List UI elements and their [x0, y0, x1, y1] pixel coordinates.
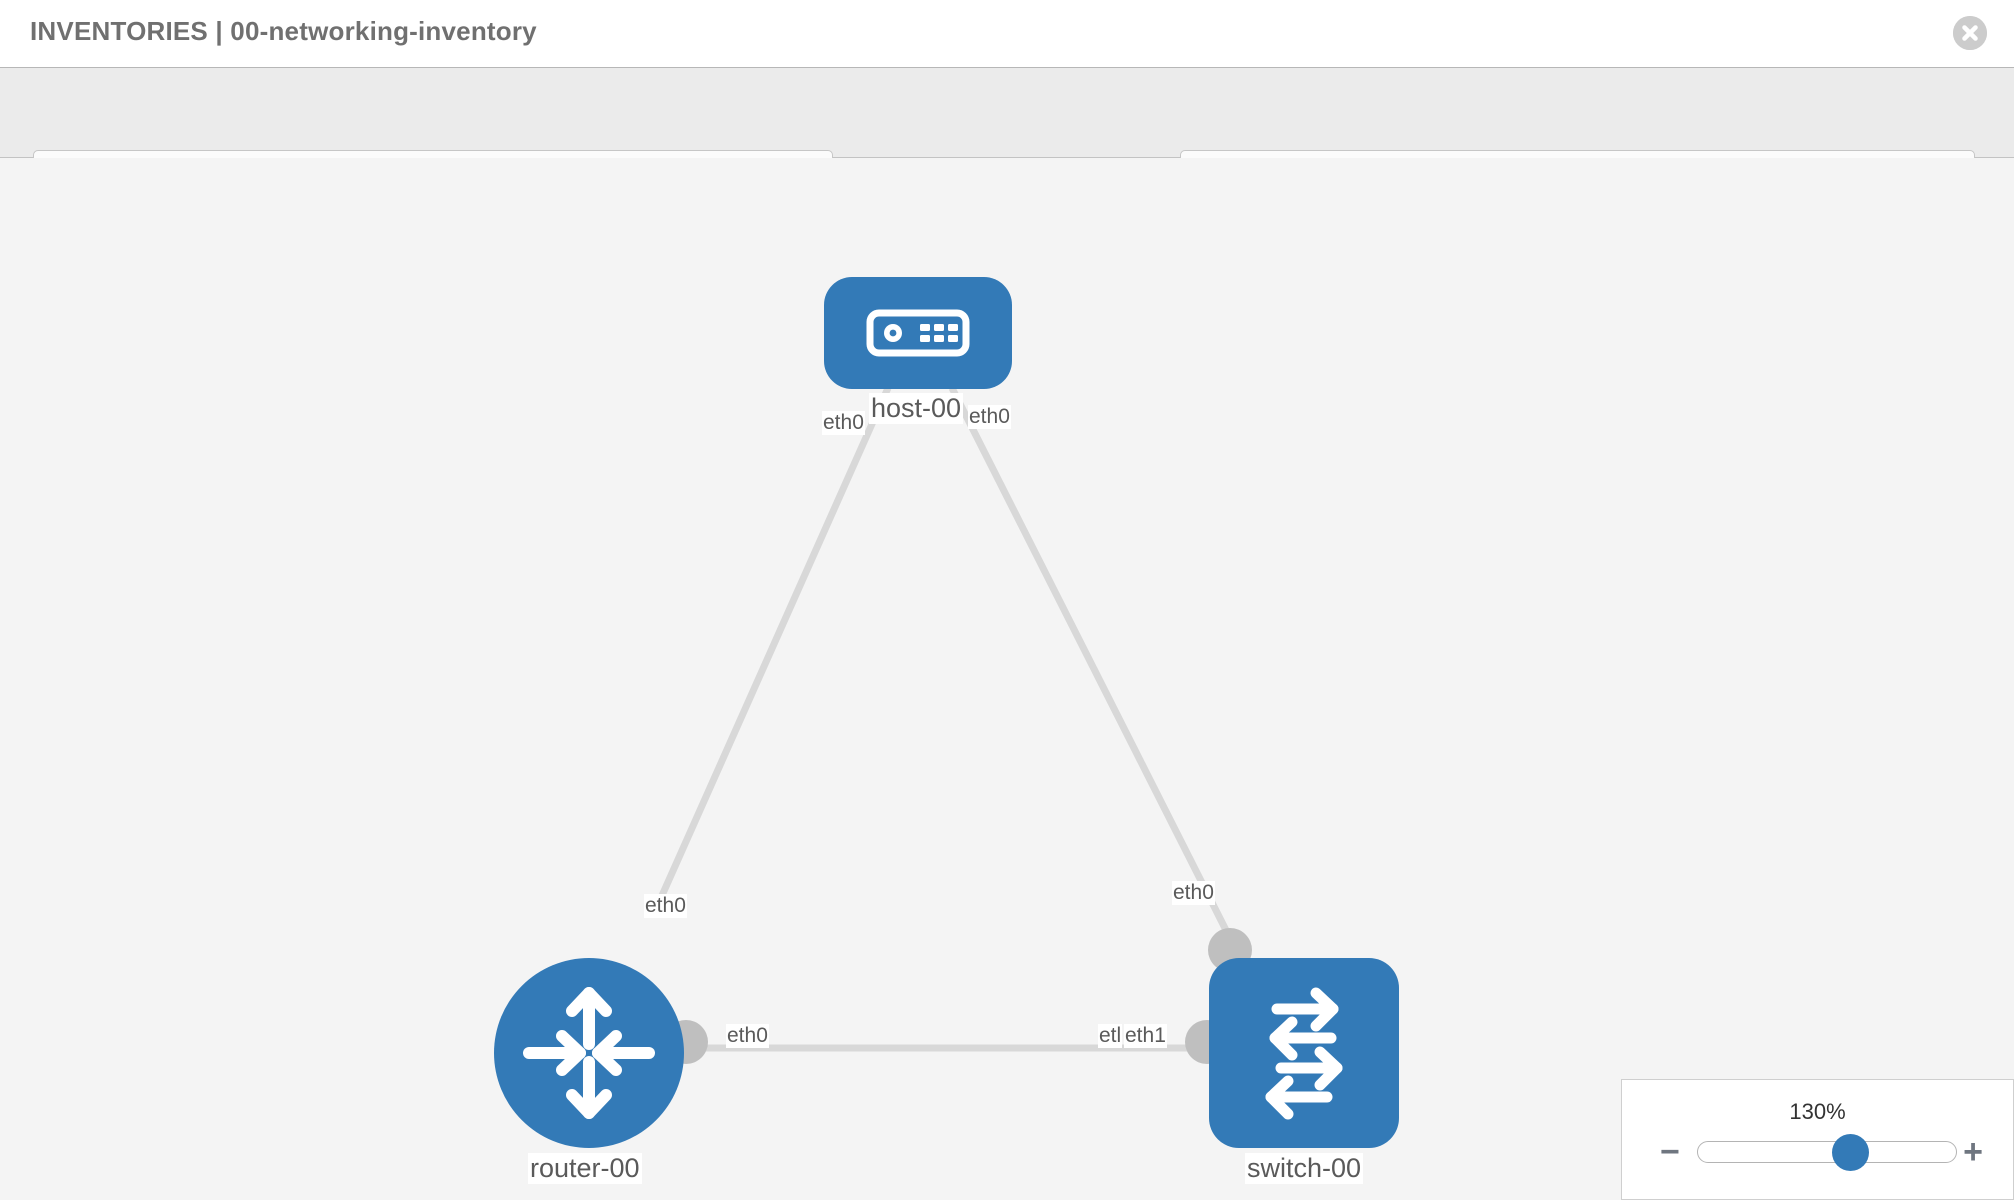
topology-canvas[interactable]: eth0 eth0 host-00 — [0, 158, 2014, 1200]
page-title: INVENTORIES | 00-networking-inventory — [30, 16, 537, 46]
node-switch-00[interactable] — [1209, 958, 1399, 1148]
close-icon[interactable] — [1953, 16, 1987, 50]
node-label-switch-00: switch-00 — [1245, 1153, 1364, 1184]
edge-label-router-right: eth0 — [726, 1024, 769, 1048]
toolbar: ACTIONS SEARCH — [0, 68, 2014, 202]
node-host-00[interactable] — [824, 277, 1012, 389]
switch-arrows-icon — [1265, 987, 1343, 1120]
server-icon — [866, 309, 970, 357]
edge-label-switch-up: eth0 — [1172, 881, 1215, 905]
zoom-level-value: 130% — [1789, 1099, 1846, 1124]
node-label-host-00: host-00 — [869, 393, 964, 424]
router-arrows-icon — [523, 987, 655, 1119]
switch-node-shape — [1209, 958, 1399, 1148]
zoom-control: 130% − + — [1621, 1079, 2014, 1200]
page-header: INVENTORIES | 00-networking-inventory — [0, 0, 2014, 68]
edge-label-host-right: eth0 — [968, 405, 1011, 429]
node-label-router-00: router-00 — [528, 1153, 642, 1184]
edge-label-router-up: eth0 — [644, 894, 687, 918]
host-node-shape — [824, 277, 1012, 389]
edge-label-switch-left: eth1 — [1124, 1024, 1167, 1048]
edge-label-host-left: eth0 — [822, 411, 865, 435]
zoom-out-button[interactable]: − — [1660, 1133, 1680, 1171]
router-node-shape — [494, 958, 684, 1148]
zoom-slider-thumb[interactable] — [1832, 1134, 1869, 1171]
node-router-00[interactable] — [494, 958, 684, 1148]
topology-edges — [656, 386, 1239, 1052]
zoom-in-button[interactable]: + — [1963, 1133, 1983, 1171]
zoom-slider[interactable] — [1697, 1134, 1957, 1171]
edge-label-switch-left-occluded: etl — [1098, 1024, 1123, 1048]
